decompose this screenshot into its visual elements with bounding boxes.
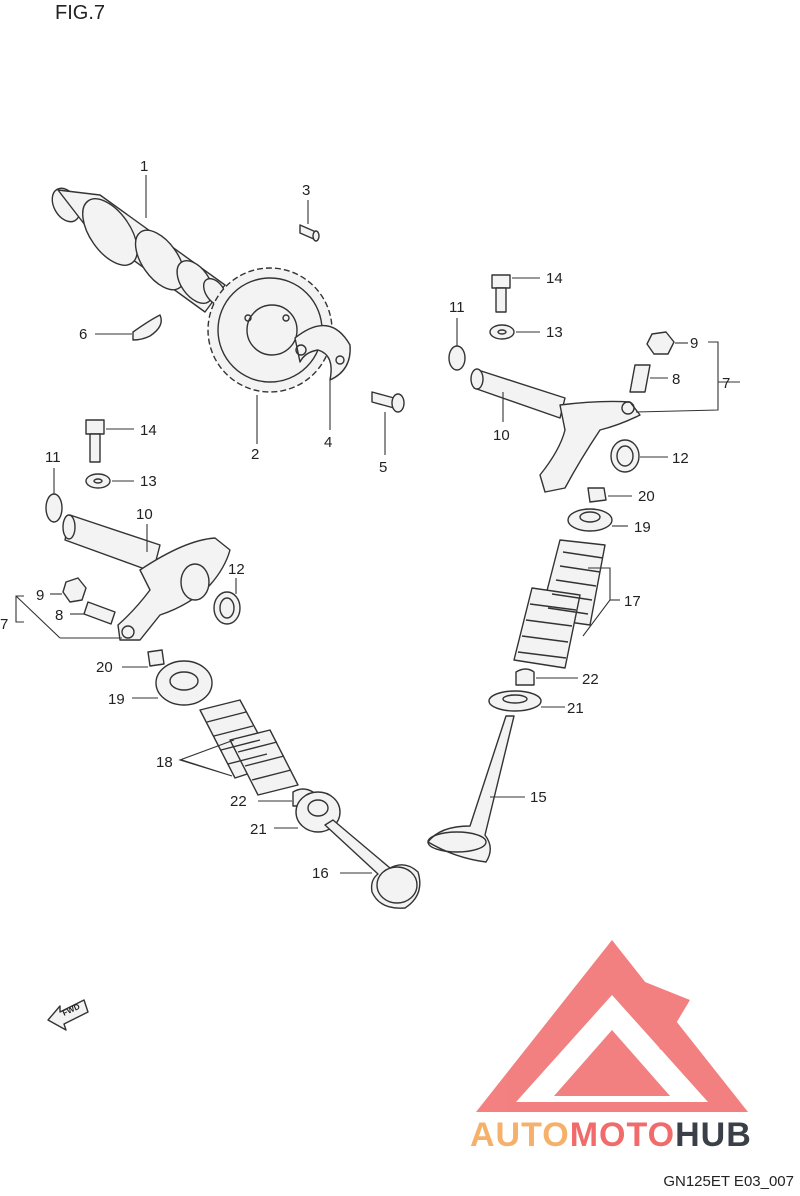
callout-22-right: 22 — [582, 671, 599, 688]
callout-12-left: 12 — [228, 561, 245, 578]
callout-8-right: 8 — [672, 371, 680, 388]
callout-19-left: 19 — [108, 691, 125, 708]
callout-6: 6 — [79, 326, 87, 343]
callout-9-right: 9 — [690, 335, 698, 352]
stopper-bolt — [371, 391, 405, 455]
callout-8-left: 8 — [55, 607, 63, 624]
callout-13-right: 13 — [546, 324, 563, 341]
callout-labels: 1 2 3 4 5 6 7 7 8 8 9 9 10 10 11 11 12 1… — [0, 158, 730, 882]
cam-stopper — [294, 324, 351, 430]
callout-13-left: 13 — [140, 473, 157, 490]
callout-10-left: 10 — [136, 506, 153, 523]
callout-11-right: 11 — [449, 299, 465, 316]
callout-21-left: 21 — [250, 821, 267, 838]
cam-sprocket — [207, 267, 333, 444]
logo-wordmark: AUTOMOTOHUB — [470, 1116, 752, 1155]
callout-7-left: 7 — [0, 616, 8, 633]
callout-19-right: 19 — [634, 519, 651, 536]
callout-14-left: 14 — [140, 422, 157, 439]
valve-group-right — [427, 487, 632, 863]
callout-11-left: 11 — [45, 449, 61, 466]
callout-7-right: 7 — [722, 375, 730, 392]
callout-4: 4 — [324, 434, 332, 451]
callout-9-left: 9 — [36, 587, 44, 604]
callout-20-left: 20 — [96, 659, 113, 676]
camshaft — [51, 175, 228, 313]
callout-20-right: 20 — [638, 488, 655, 505]
logo-hub: HUB — [675, 1116, 752, 1154]
callout-18: 18 — [156, 754, 173, 771]
logo-auto: AUTO — [470, 1116, 570, 1154]
rocker-arm-assembly-right — [448, 274, 740, 493]
valve-group-left — [122, 649, 421, 909]
callout-15: 15 — [530, 789, 547, 806]
logo-mark — [476, 940, 748, 1112]
circlip — [95, 314, 162, 341]
logo-moto: MOTO — [569, 1116, 676, 1154]
callout-22-left: 22 — [230, 793, 247, 810]
callout-16: 16 — [312, 865, 329, 882]
figure-title: FIG.7 — [55, 2, 106, 24]
callout-17: 17 — [624, 593, 641, 610]
diagram-code: GN125ET E03_007 — [663, 1173, 794, 1190]
callout-21-right: 21 — [567, 700, 584, 717]
fwd-arrow: FWD — [47, 999, 89, 1031]
callout-14-right: 14 — [546, 270, 563, 287]
callout-1: 1 — [140, 158, 148, 175]
callout-5: 5 — [379, 459, 387, 476]
callout-10-right: 10 — [493, 427, 510, 444]
callout-3: 3 — [302, 182, 310, 199]
dowel-pin — [299, 200, 320, 242]
callout-2: 2 — [251, 446, 259, 463]
rocker-arm-assembly-left — [15, 419, 241, 641]
callout-12-right: 12 — [672, 450, 689, 467]
